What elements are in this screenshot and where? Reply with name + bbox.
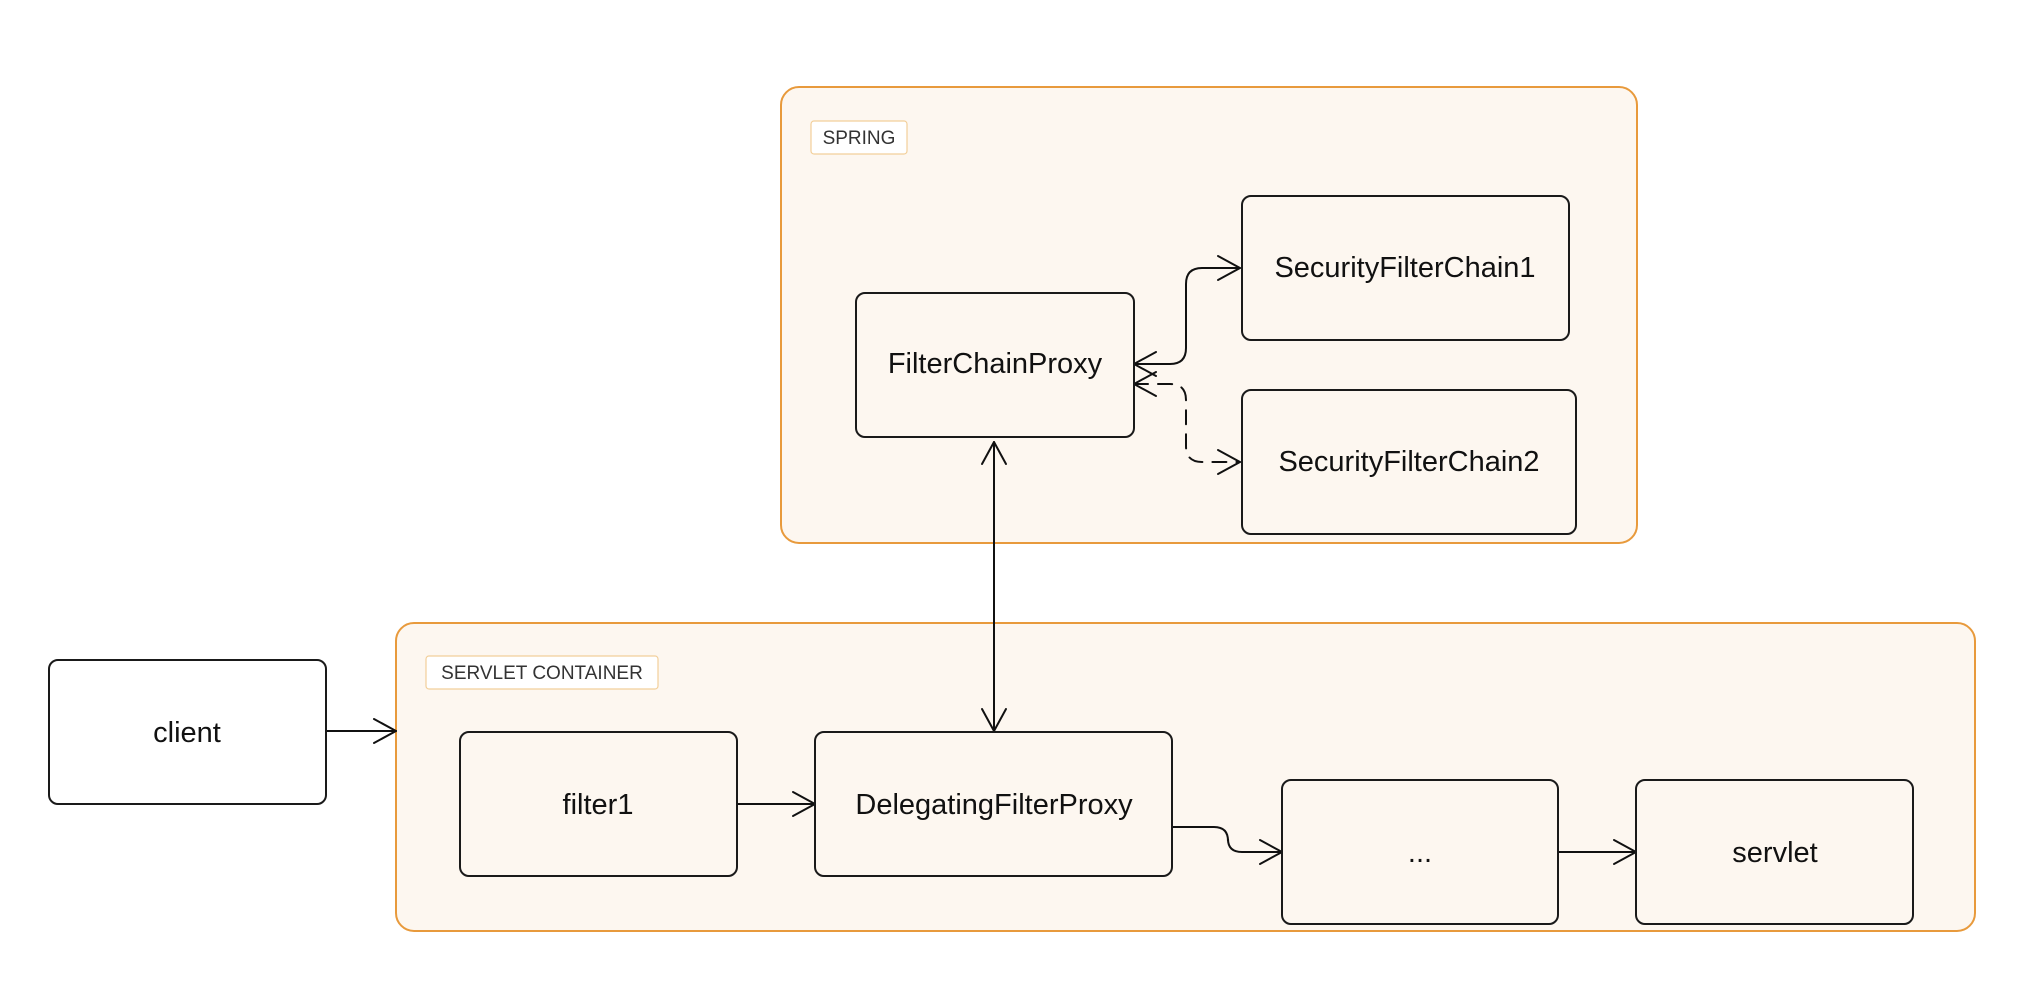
- security-filter-chain-1-label: SecurityFilterChain1: [1274, 252, 1535, 284]
- node-ellipsis[interactable]: ...: [1281, 779, 1559, 925]
- security-filter-chain-2-box: [1241, 389, 1577, 535]
- servlet-container-group-label-box: [425, 655, 659, 690]
- edge-delegating-to-ellipsis: [1171, 826, 1283, 853]
- arrowhead-client-to-container: [373, 718, 397, 744]
- delegating-filter-proxy-box: [814, 731, 1173, 877]
- node-delegating-filter-proxy[interactable]: DelegatingFilterProxy: [814, 731, 1173, 877]
- client-box: [48, 659, 327, 805]
- servlet-container-group-box: [395, 622, 1976, 932]
- filter1-label: filter1: [563, 789, 634, 821]
- node-client[interactable]: client: [48, 659, 327, 805]
- security-filter-chain-2-label: SecurityFilterChain2: [1278, 446, 1539, 478]
- servlet-box: [1635, 779, 1914, 925]
- node-security-filter-chain-2[interactable]: SecurityFilterChain2: [1241, 389, 1577, 535]
- arrowhead-sfc1-end: [1217, 255, 1241, 281]
- arrowhead-filterchainproxy-end: [981, 441, 1007, 465]
- ellipsis-box: [1281, 779, 1559, 925]
- spring-group-label: SPRING: [823, 128, 896, 149]
- node-servlet[interactable]: servlet: [1635, 779, 1914, 925]
- node-security-filter-chain-1[interactable]: SecurityFilterChain1: [1241, 195, 1570, 341]
- servlet-label: servlet: [1732, 837, 1817, 869]
- filter-chain-proxy-label: FilterChainProxy: [888, 348, 1103, 380]
- client-label: client: [153, 717, 221, 749]
- arrowhead-sfc2-end: [1217, 449, 1241, 475]
- ellipsis-label: ...: [1408, 837, 1432, 869]
- security-filter-chain-1-box: [1241, 195, 1570, 341]
- spring-group-label-box: [810, 120, 908, 155]
- servlet-container-group-label: SERVLET CONTAINER: [441, 663, 643, 684]
- filter-chain-proxy-box: [855, 292, 1135, 438]
- node-filter1[interactable]: filter1: [459, 731, 738, 877]
- servlet-container-group[interactable]: SERVLET CONTAINER: [395, 622, 1976, 932]
- node-filter-chain-proxy[interactable]: FilterChainProxy: [855, 292, 1135, 438]
- delegating-filter-proxy-label: DelegatingFilterProxy: [855, 789, 1133, 821]
- edge-filterchainproxy-to-sfc1: [1133, 267, 1241, 365]
- edge-filterchainproxy-to-sfc2: [1133, 383, 1241, 463]
- filter1-box: [459, 731, 738, 877]
